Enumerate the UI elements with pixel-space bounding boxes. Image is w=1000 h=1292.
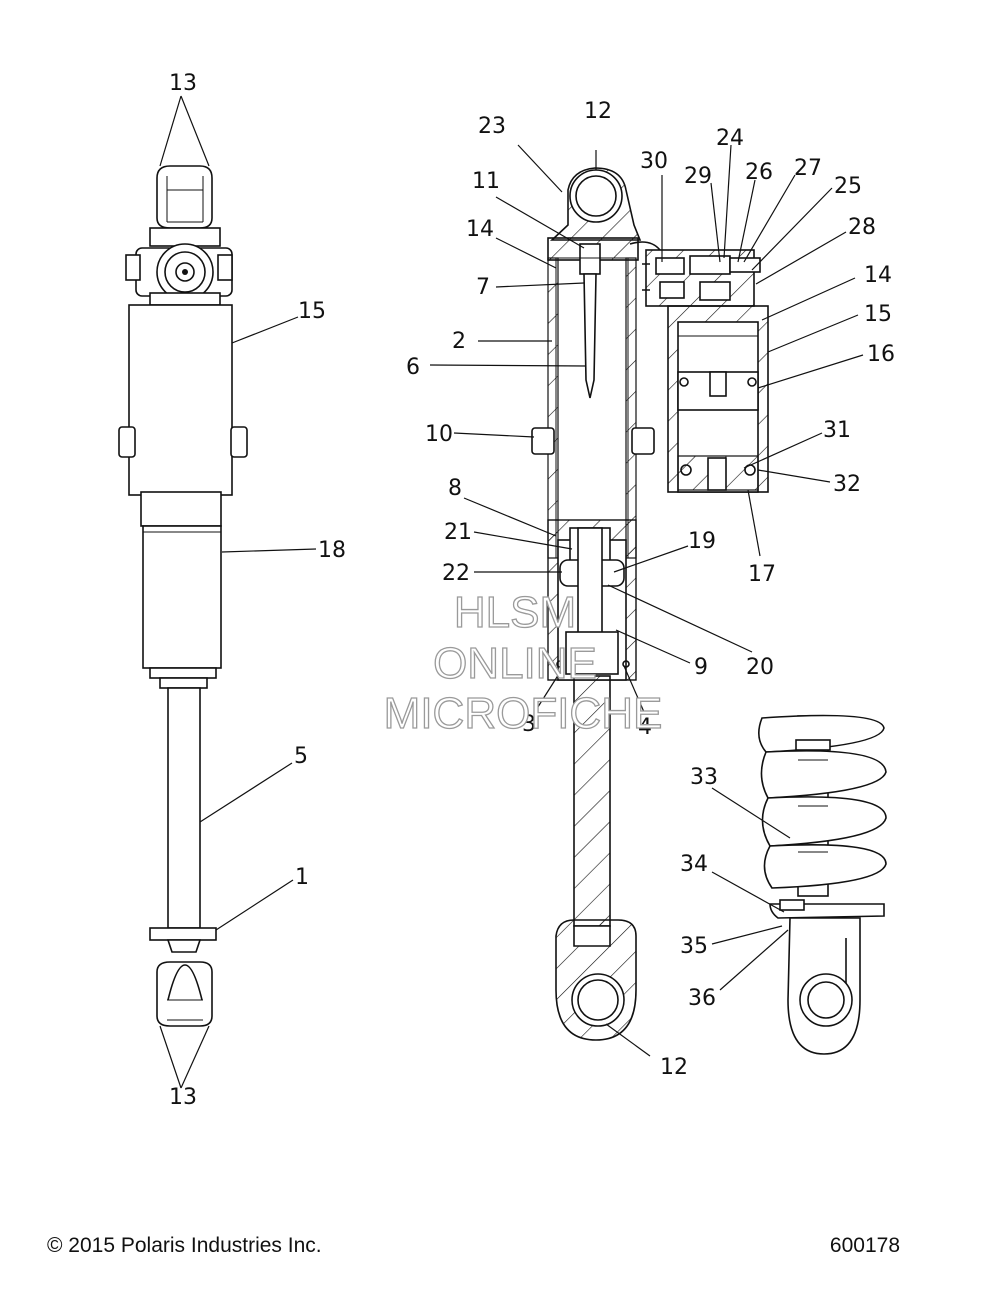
watermark-line: MICROFICHE	[384, 689, 663, 738]
callout: 15	[298, 299, 326, 324]
callout: 33	[690, 765, 718, 790]
callout: 10	[425, 422, 453, 447]
callout: 19	[688, 529, 716, 554]
callout: 2	[452, 329, 466, 354]
callout: 17	[748, 562, 776, 587]
callout: 35	[680, 934, 708, 959]
callout: 12	[660, 1055, 688, 1080]
reservoir-cutaway	[642, 144, 864, 557]
callout: 36	[688, 986, 716, 1011]
watermark: HLSM ONLINE MICROFICHE	[383, 587, 663, 738]
callout: 22	[442, 561, 470, 586]
watermark-line: HLSM	[454, 588, 576, 637]
callout: 21	[444, 520, 472, 545]
callout: 18	[318, 538, 346, 563]
spring-detail	[711, 714, 887, 1055]
callout: 6	[406, 355, 420, 380]
callout: 4	[638, 715, 652, 740]
callout: 13	[169, 71, 197, 96]
callout: 27	[794, 156, 822, 181]
callout: 8	[448, 476, 462, 501]
callout: 29	[684, 164, 712, 189]
shock-cutaway-view	[429, 144, 753, 1057]
callout: 7	[476, 275, 490, 300]
shock-exterior-view	[118, 95, 317, 1089]
callout: 20	[746, 655, 774, 680]
callout: 25	[834, 174, 862, 199]
callout: 30	[640, 149, 668, 174]
callout: 9	[694, 655, 708, 680]
watermark-line: ONLINE	[433, 639, 597, 688]
callout: 1	[295, 865, 309, 890]
callout: 32	[833, 472, 861, 497]
callout: 16	[867, 342, 895, 367]
callout: 23	[478, 114, 506, 139]
copyright-notice: © 2015 Polaris Industries Inc.	[47, 1234, 322, 1257]
callout: 34	[680, 852, 708, 877]
callout: 11	[472, 169, 500, 194]
cutaway-callouts: 12 23 11 14 7 2 6 10 8 21 22 3 4 9 20 19…	[406, 99, 774, 1080]
callout: 3	[522, 712, 536, 737]
exterior-callouts: 13 15 18 5 1 13	[169, 71, 346, 1110]
callout: 12	[584, 99, 612, 124]
callout: 28	[848, 215, 876, 240]
callout: 14	[466, 217, 494, 242]
callout: 24	[716, 126, 744, 151]
callout: 14	[864, 263, 892, 288]
spring-callouts: 33 34 35 36	[680, 765, 718, 1011]
callout: 26	[745, 160, 773, 185]
callout: 5	[294, 744, 308, 769]
callout: 13	[169, 1085, 197, 1110]
drawing-number: 600178	[829, 1234, 900, 1257]
callout: 15	[864, 302, 892, 327]
callout: 31	[823, 418, 851, 443]
reservoir-callouts: 30 29 24 26 27 25 28 14 15 16 31 32 17	[640, 126, 895, 587]
